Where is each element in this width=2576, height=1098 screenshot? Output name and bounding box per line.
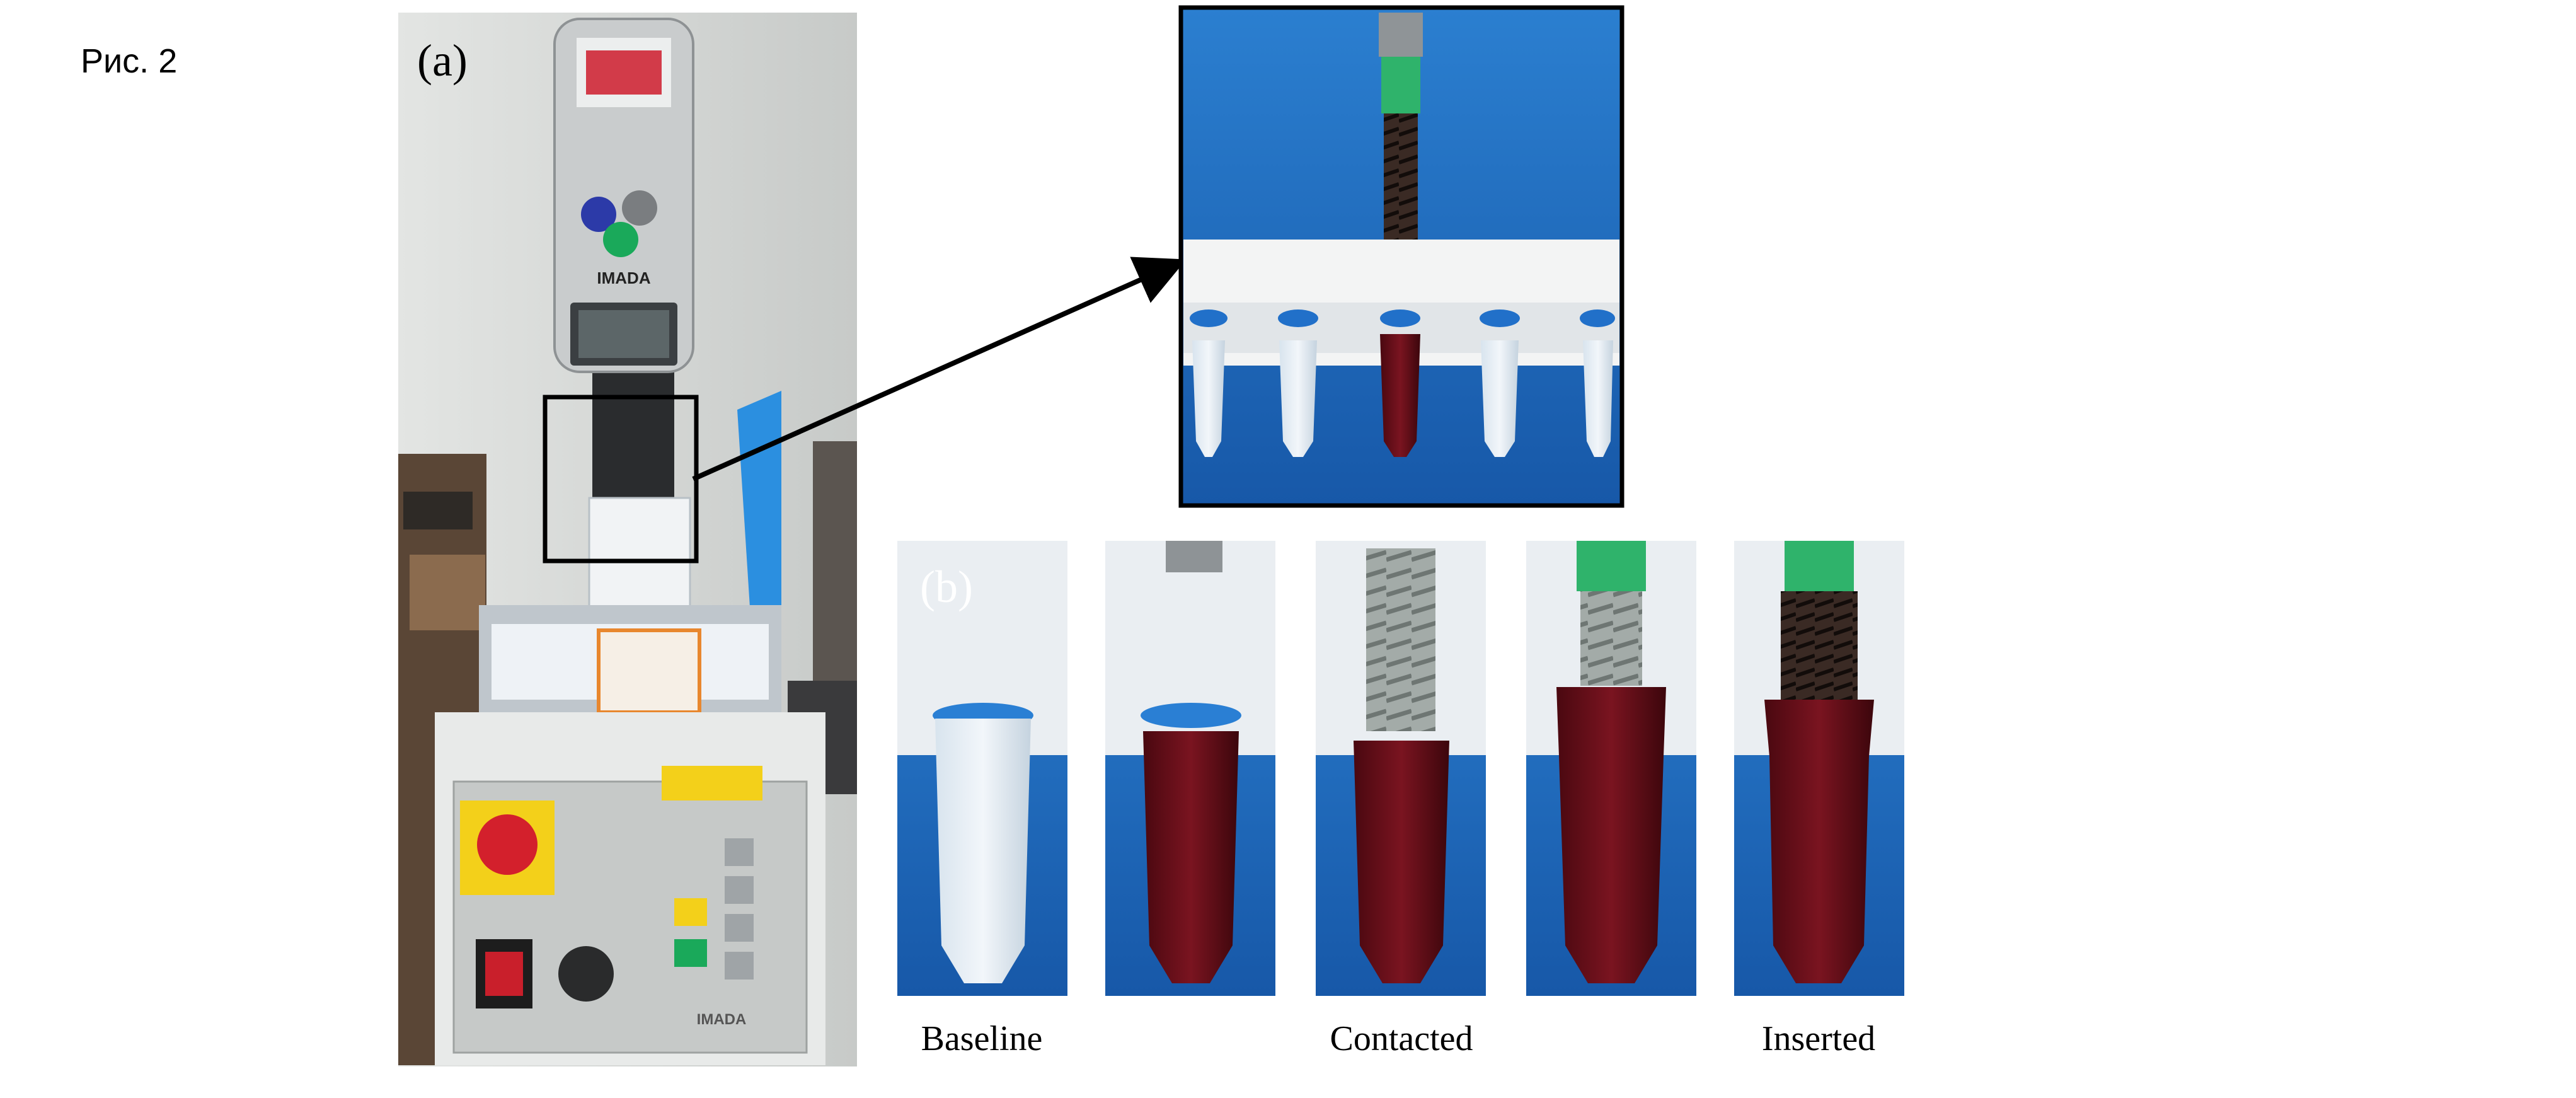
stage-label-baseline: Baseline xyxy=(921,1019,1043,1058)
stage-photo-4 xyxy=(1526,541,1696,996)
stage-label-inserted: Inserted xyxy=(1762,1019,1875,1058)
panel-b-label: (b) xyxy=(920,562,973,612)
figure-label: Рис. 2 xyxy=(81,42,178,80)
stage-photo-contacted xyxy=(1316,541,1486,996)
stage-photo-inserted xyxy=(1734,541,1904,996)
panel-a-label: (a) xyxy=(417,35,468,86)
panel-a-photo: IMADA IMADA xyxy=(398,13,857,1066)
stage-label-contacted: Contacted xyxy=(1330,1019,1473,1058)
inset-tube-1 xyxy=(1190,309,1228,457)
gauge-brand-text: IMADA xyxy=(597,269,650,287)
base-brand-text: IMADA xyxy=(697,1011,747,1028)
inset-tube-2 xyxy=(1278,309,1318,457)
inset-tube-3-blood xyxy=(1380,309,1420,457)
inset-tube-4 xyxy=(1480,309,1520,457)
zoom-arrow xyxy=(692,257,1187,482)
inset-tube-5 xyxy=(1580,309,1615,457)
zoom-inset xyxy=(1178,5,1624,508)
stage-photo-baseline xyxy=(897,541,1067,996)
panel-b-photos xyxy=(897,541,1904,996)
stage-photo-2 xyxy=(1105,541,1275,996)
